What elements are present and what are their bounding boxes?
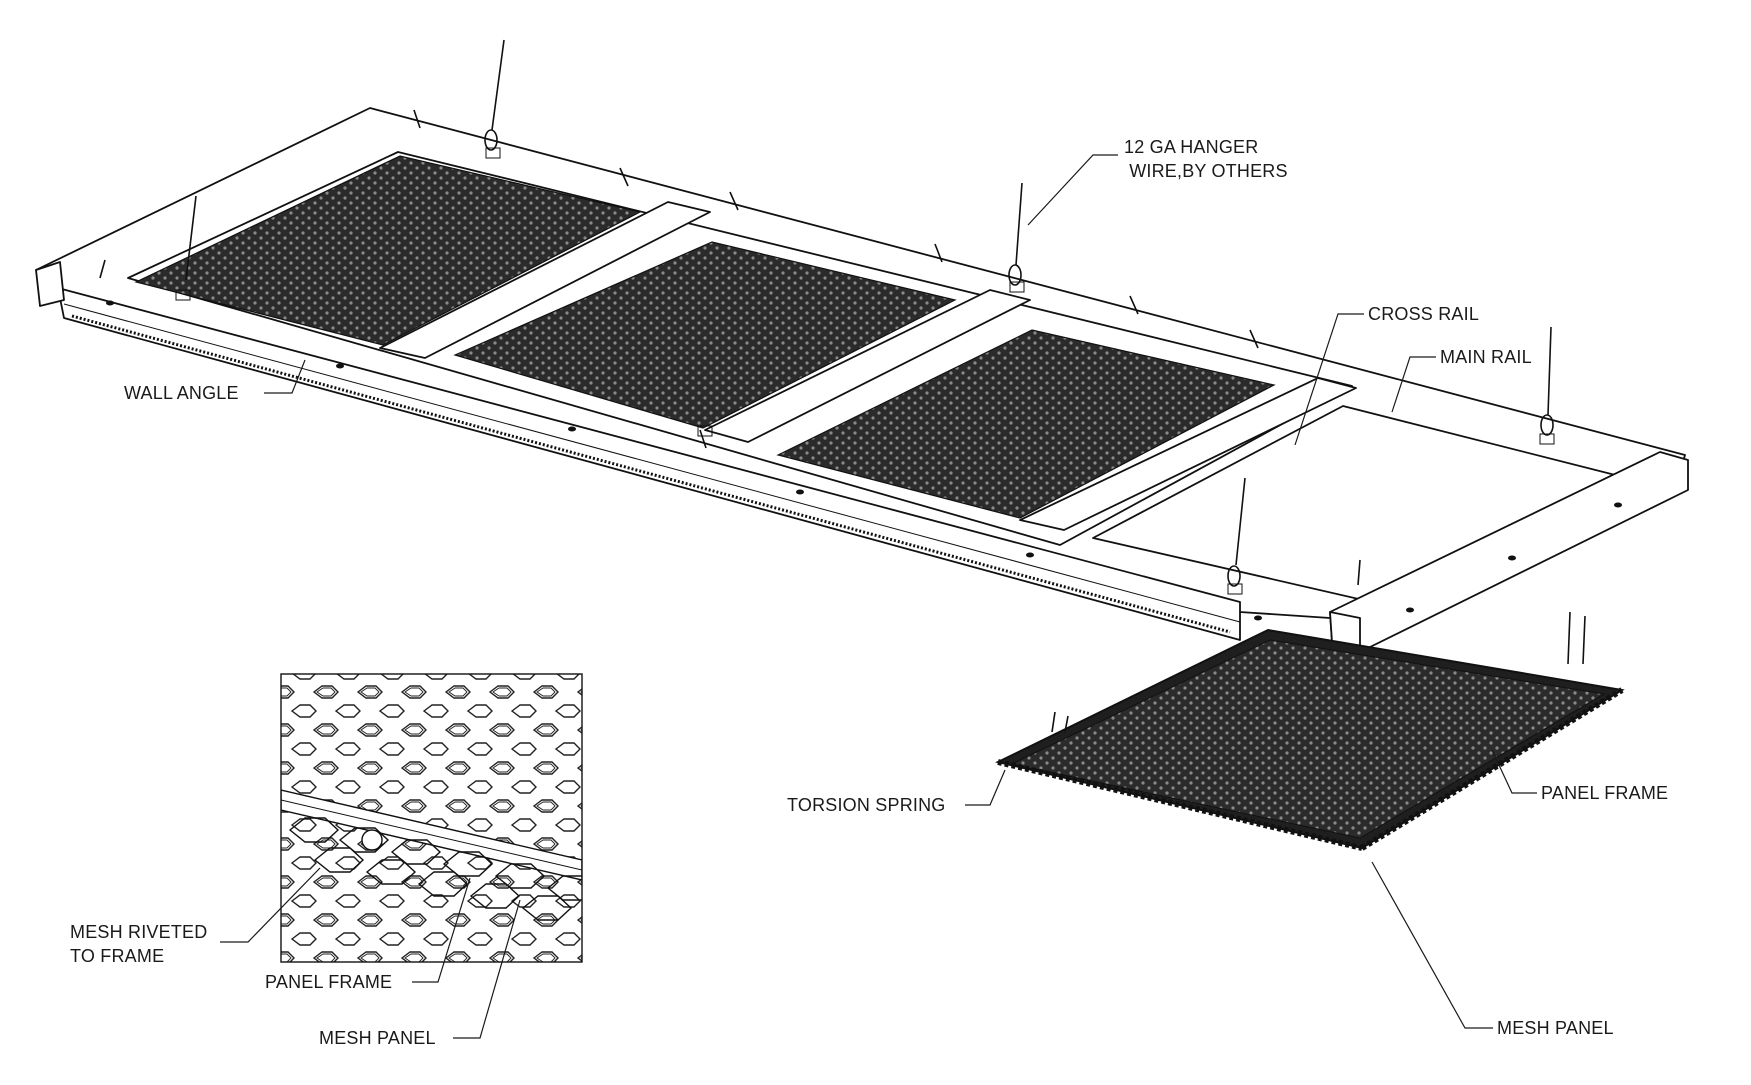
detached-mesh-panel <box>995 611 1625 857</box>
cross-rail-2 <box>704 289 1031 443</box>
wall-angle <box>57 287 1241 641</box>
ceiling-grid <box>35 39 1689 653</box>
label-hanger-wire: 12 GA HANGER WIRE,BY OTHERS <box>1124 137 1288 181</box>
cross-rail-1 <box>379 201 711 359</box>
label-main-rail: MAIN RAIL <box>1440 347 1532 367</box>
detail-inset <box>280 673 583 963</box>
mesh-panel-1 <box>134 155 642 346</box>
wall-angle-slots <box>106 300 1622 621</box>
label-wall-angle: WALL ANGLE <box>124 383 239 403</box>
left-end-cap <box>35 261 65 307</box>
cross-rail-3 <box>1019 377 1357 531</box>
hanger-clips <box>175 147 1555 595</box>
mesh-panel-3 <box>776 329 1276 519</box>
label-panel-frame-detail: PANEL FRAME <box>265 972 393 992</box>
mesh-panel-2 <box>453 241 957 429</box>
label-cross-rail: CROSS RAIL <box>1368 304 1480 324</box>
hanger-wires <box>99 39 1554 587</box>
label-mesh-panel-right: MESH PANEL <box>1497 1018 1614 1038</box>
label-panel-frame-right: PANEL FRAME <box>1541 783 1669 803</box>
label-torsion-spring: TORSION SPRING <box>787 795 946 815</box>
leader-lines <box>220 154 1537 1039</box>
label-mesh-riveted: MESH RIVETED TO FRAME <box>70 922 208 966</box>
label-mesh-panel-detail: MESH PANEL <box>319 1028 436 1048</box>
